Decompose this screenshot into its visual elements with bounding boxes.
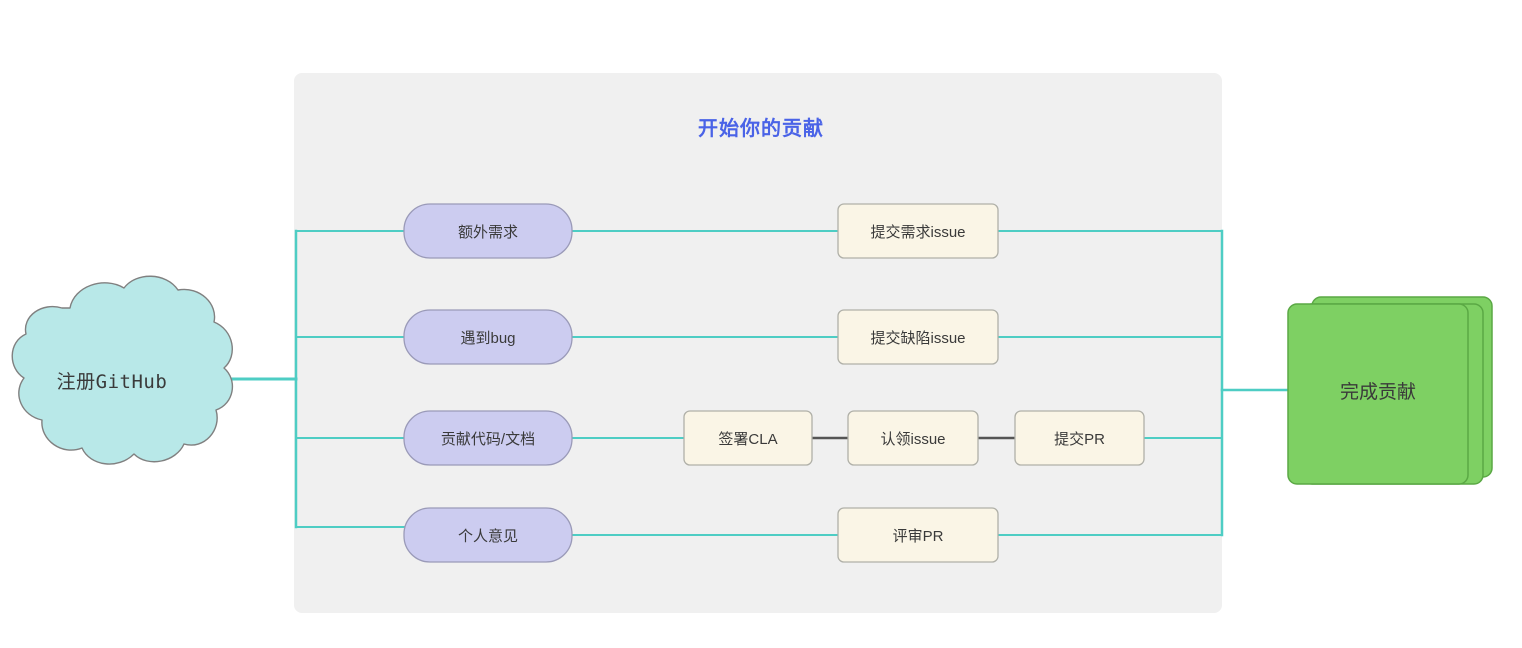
end-node-label: 完成贡献 xyxy=(1339,381,1416,403)
trigger-node-3-label: 贡献代码/文档 xyxy=(440,430,536,448)
connector-lines-cyan xyxy=(220,229,1302,537)
step-nodes xyxy=(683,203,1145,563)
step-node-3-3-label: 提交PR xyxy=(1054,430,1105,448)
step-node-3-1-label: 签署CLA xyxy=(718,430,778,448)
step-node-2-1-label: 提交缺陷issue xyxy=(870,329,966,347)
trigger-node-1-label: 额外需求 xyxy=(457,223,518,241)
trigger-node-4-label: 个人意见 xyxy=(457,527,518,545)
start-node-label: 注册GitHub xyxy=(56,370,168,393)
trigger-nodes xyxy=(403,203,573,563)
step-node-4-1-label: 评审PR xyxy=(892,527,944,545)
trigger-node-2-label: 遇到bug xyxy=(460,329,516,347)
panel-title: 开始你的贡献 xyxy=(698,118,824,140)
step-node-3-2-label: 认领issue xyxy=(880,430,946,448)
step-node-1-1-label: 提交需求issue xyxy=(870,223,966,241)
